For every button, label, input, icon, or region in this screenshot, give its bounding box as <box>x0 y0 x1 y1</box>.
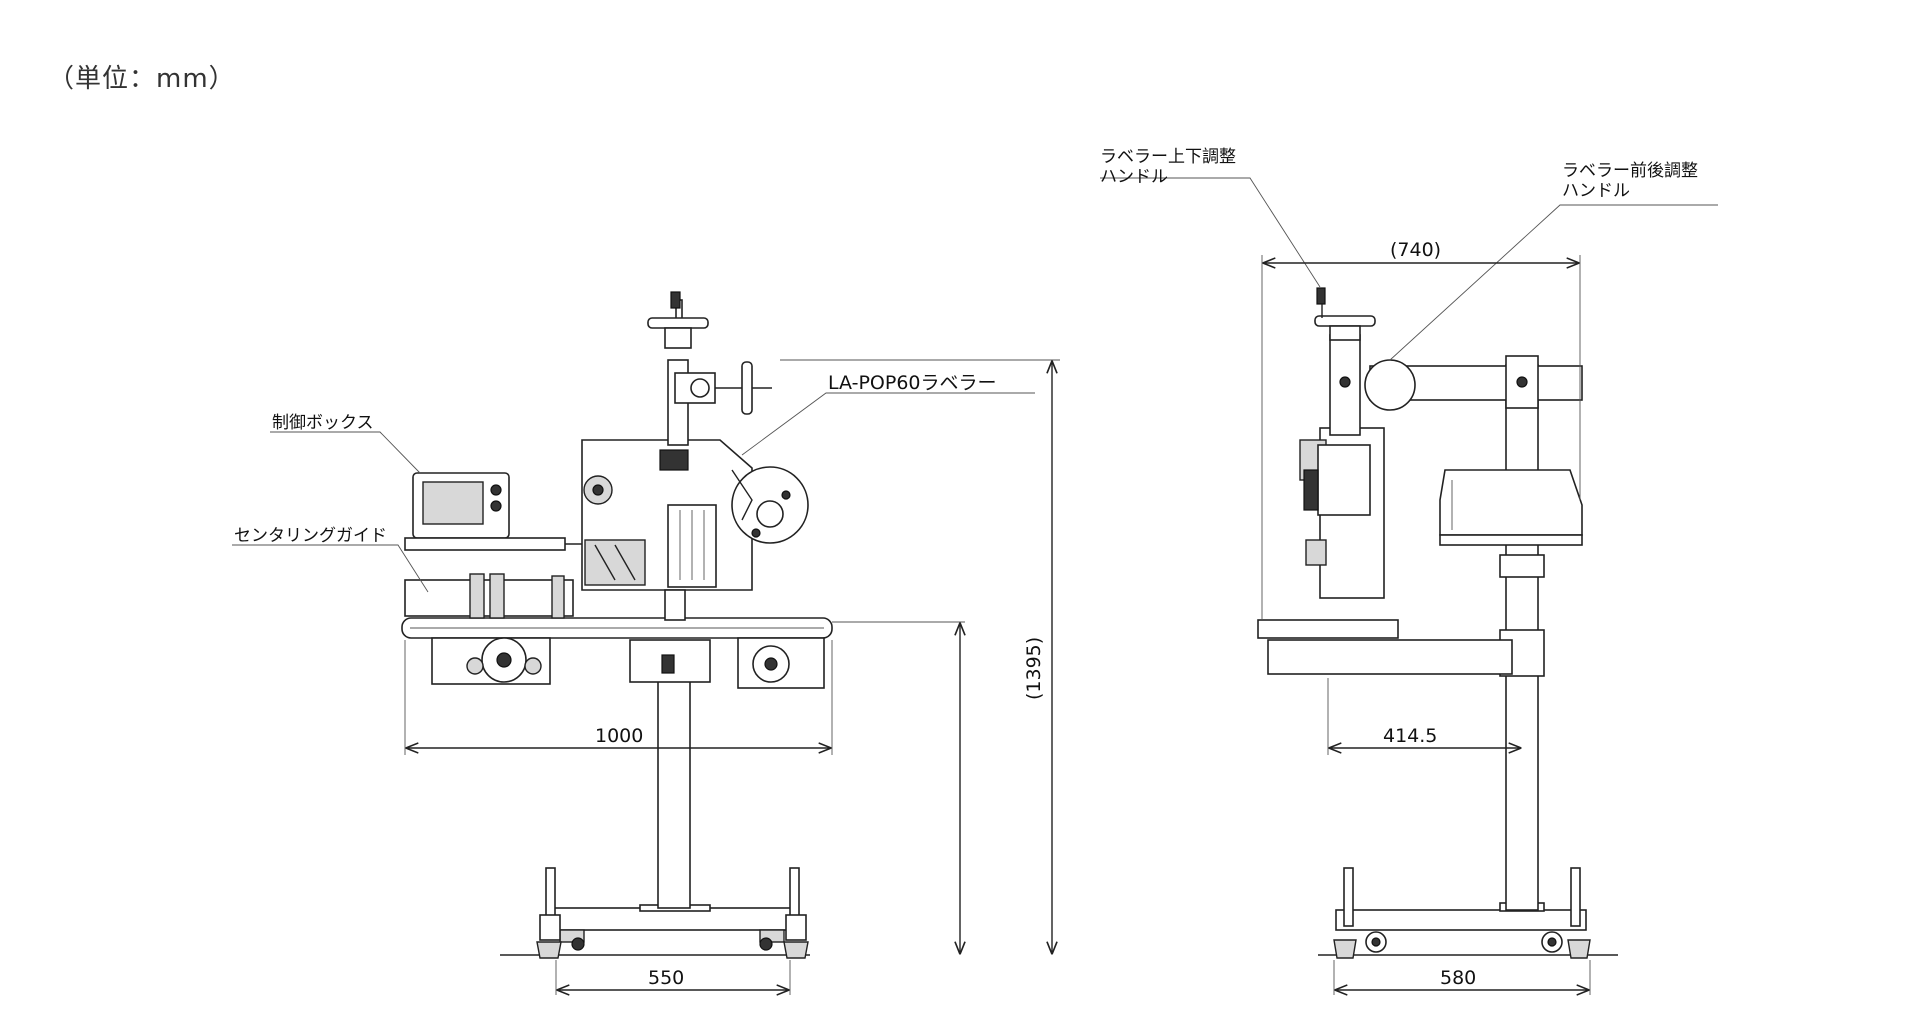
centering-guide-label: センタリングガイド <box>234 526 387 546</box>
fb-handle-label-line1: ラベラー前後調整 <box>1562 161 1698 181</box>
dim-overall-width: (740) <box>1390 239 1441 261</box>
dim-side-base-width: 580 <box>1440 967 1476 989</box>
labeler-model-label: LA-POP60ラベラー <box>828 372 997 394</box>
control-box-label: 制御ボックス <box>272 413 374 433</box>
fb-handle-label-line2: ハンドル <box>1562 181 1630 201</box>
front-column <box>657 669 691 909</box>
side-base <box>1333 867 1591 959</box>
dim-total-height: (1395) <box>1023 637 1045 700</box>
side-labeler <box>1299 287 1416 599</box>
dim-offset: 414.5 <box>1383 725 1437 747</box>
unit-label: （単位：mm） <box>48 64 236 94</box>
vertical-handle-label-line2: ハンドル <box>1100 167 1168 187</box>
side-control-box <box>1439 469 1583 546</box>
front-adjust-column <box>647 291 772 446</box>
labeler-head <box>581 439 809 621</box>
front-view: 制御ボックス センタリングガイド LA-POP60ラベラー 1000 550 (… <box>232 291 1060 995</box>
control-box <box>404 472 590 551</box>
dim-front-base-width: 550 <box>648 967 684 989</box>
dim-conveyor-length: 1000 <box>595 725 643 747</box>
front-base <box>536 867 809 959</box>
side-view: ラベラー上下調整 ハンドル ラベラー前後調整 ハンドル (740) 414.5 … <box>1100 147 1718 995</box>
front-conveyor <box>401 573 833 689</box>
vertical-handle-label-line1: ラベラー上下調整 <box>1100 147 1236 167</box>
